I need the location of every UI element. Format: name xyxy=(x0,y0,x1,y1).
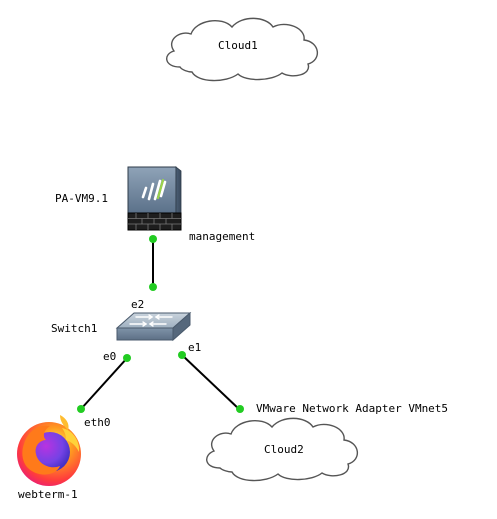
interface-label-e1: e1 xyxy=(188,341,202,354)
webterm-label: webterm-1 xyxy=(18,488,78,501)
interface-label-eth0: eth0 xyxy=(84,416,111,429)
ethernet-switch-icon xyxy=(115,311,192,342)
link-status-dot-e2 xyxy=(149,283,157,291)
link-status-dot-e0 xyxy=(123,354,131,362)
cloud2-node[interactable] xyxy=(206,417,358,482)
firefox-browser-icon xyxy=(17,415,81,486)
link-switch-cloud2[interactable] xyxy=(181,354,241,411)
link-status-dot-management xyxy=(149,235,157,243)
switch1-label: Switch1 xyxy=(51,322,98,335)
switch1-node[interactable] xyxy=(115,311,192,342)
interface-label-management: management xyxy=(189,230,256,243)
link-status-dot-vmnet5 xyxy=(236,405,244,413)
firewall-icon xyxy=(127,166,182,231)
cloud-icon xyxy=(206,417,358,482)
cloud1-label: Cloud1 xyxy=(218,39,258,52)
link-switch-webterm[interactable] xyxy=(80,356,129,410)
cloud1-node[interactable] xyxy=(166,17,318,82)
cloud2-label: Cloud2 xyxy=(264,443,304,456)
pa-vm-label: PA-VM9.1 xyxy=(55,192,108,205)
interface-label-e2: e2 xyxy=(131,298,145,311)
cloud-icon xyxy=(166,17,318,82)
interface-label-vmnet5: VMware Network Adapter VMnet5 xyxy=(256,402,449,415)
link-status-dot-eth0 xyxy=(77,405,85,413)
interface-label-e0: e0 xyxy=(103,350,117,363)
pa-vm-node[interactable] xyxy=(127,166,182,231)
webterm-node[interactable] xyxy=(17,415,81,486)
link-status-dot-e1 xyxy=(178,351,186,359)
